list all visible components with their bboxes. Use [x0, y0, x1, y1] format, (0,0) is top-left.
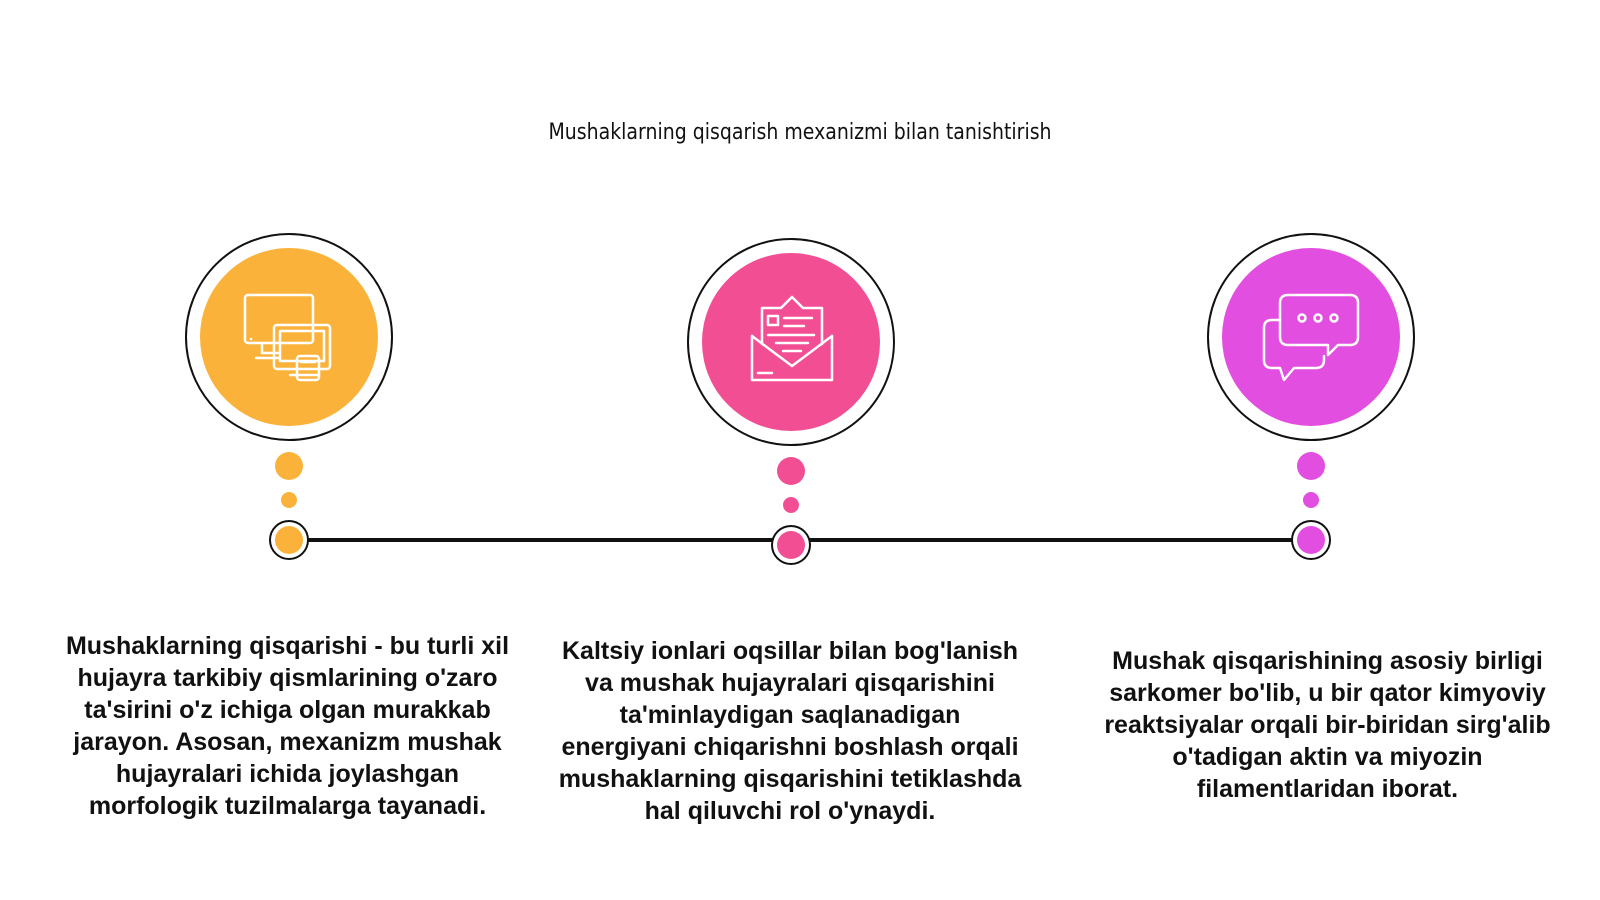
step-1	[185, 233, 393, 560]
step-2	[687, 238, 895, 565]
step-2-description: Kaltsiy ionlari oqsillar bilan bog'lanis…	[558, 637, 1022, 825]
step-1-dot-small	[281, 492, 297, 508]
step-3-dot-large	[1297, 452, 1325, 480]
step-1-dot-large	[275, 452, 303, 480]
step-3-node	[1297, 526, 1325, 554]
step-1-description: Mushaklarning qisqarishi - bu turli xil …	[65, 632, 510, 820]
step-1-circle	[200, 248, 378, 426]
step-2-node	[777, 531, 805, 559]
step-3	[1207, 233, 1415, 560]
page-title: Mushaklarning qisqarish mexanizmi bilan …	[548, 120, 1052, 145]
devices-icon	[243, 293, 332, 382]
step-2-dot-large	[777, 457, 805, 485]
envelope-letter-icon	[750, 295, 834, 382]
step-3-dot-small	[1303, 492, 1319, 508]
chat-bubbles-icon	[1262, 293, 1360, 382]
step-2-dot-small	[783, 497, 799, 513]
step-3-description: Mushak qisqarishining asosiy birligi sar…	[1104, 647, 1551, 803]
step-1-node	[275, 526, 303, 554]
step-3-circle	[1222, 248, 1400, 426]
